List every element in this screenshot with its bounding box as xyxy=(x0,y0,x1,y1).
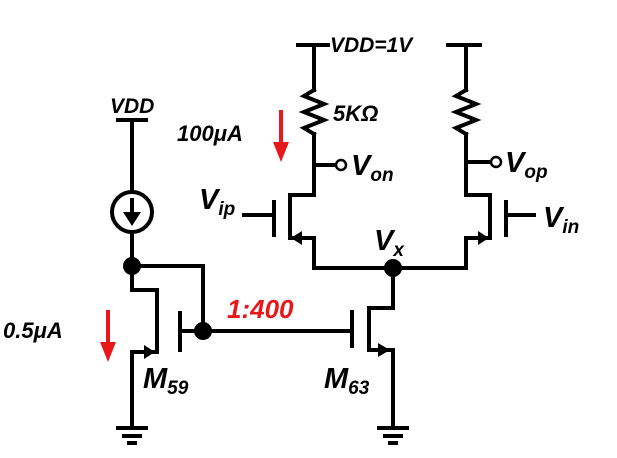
von-pin xyxy=(334,158,348,172)
vop-label: Vop xyxy=(505,147,548,183)
von-label: Von xyxy=(351,150,394,186)
vip-label: Vip xyxy=(199,184,235,220)
current-arrow-bottom-head xyxy=(100,342,116,362)
junction-diode xyxy=(123,257,141,275)
m63-source-arrow xyxy=(378,343,390,357)
resistor-left xyxy=(298,87,330,137)
vin-label: Vin xyxy=(543,202,579,238)
m59-label: M59 xyxy=(143,363,189,399)
ratio-label: 1:400 xyxy=(227,294,294,324)
m63-label: M63 xyxy=(324,363,370,399)
vx-label: Vx xyxy=(374,225,405,261)
resistor-label: 5KΩ xyxy=(333,101,378,126)
junction-bias xyxy=(194,322,212,340)
current-bottom-label: 0.5μA xyxy=(3,318,63,343)
m59-source-arrow xyxy=(144,345,155,359)
current-arrow-top-head xyxy=(273,142,289,162)
min-source-arrow xyxy=(478,231,489,245)
resistor-right xyxy=(450,87,482,137)
vop-pin xyxy=(489,155,503,169)
vdd-left-label: VDD xyxy=(110,95,154,118)
current-top-label: 100μA xyxy=(177,121,243,146)
junction-vx xyxy=(384,259,402,277)
mip-source-arrow xyxy=(291,231,302,245)
current-source-arrow-head xyxy=(123,212,141,226)
vdd-top-label: VDD=1V xyxy=(330,34,414,57)
